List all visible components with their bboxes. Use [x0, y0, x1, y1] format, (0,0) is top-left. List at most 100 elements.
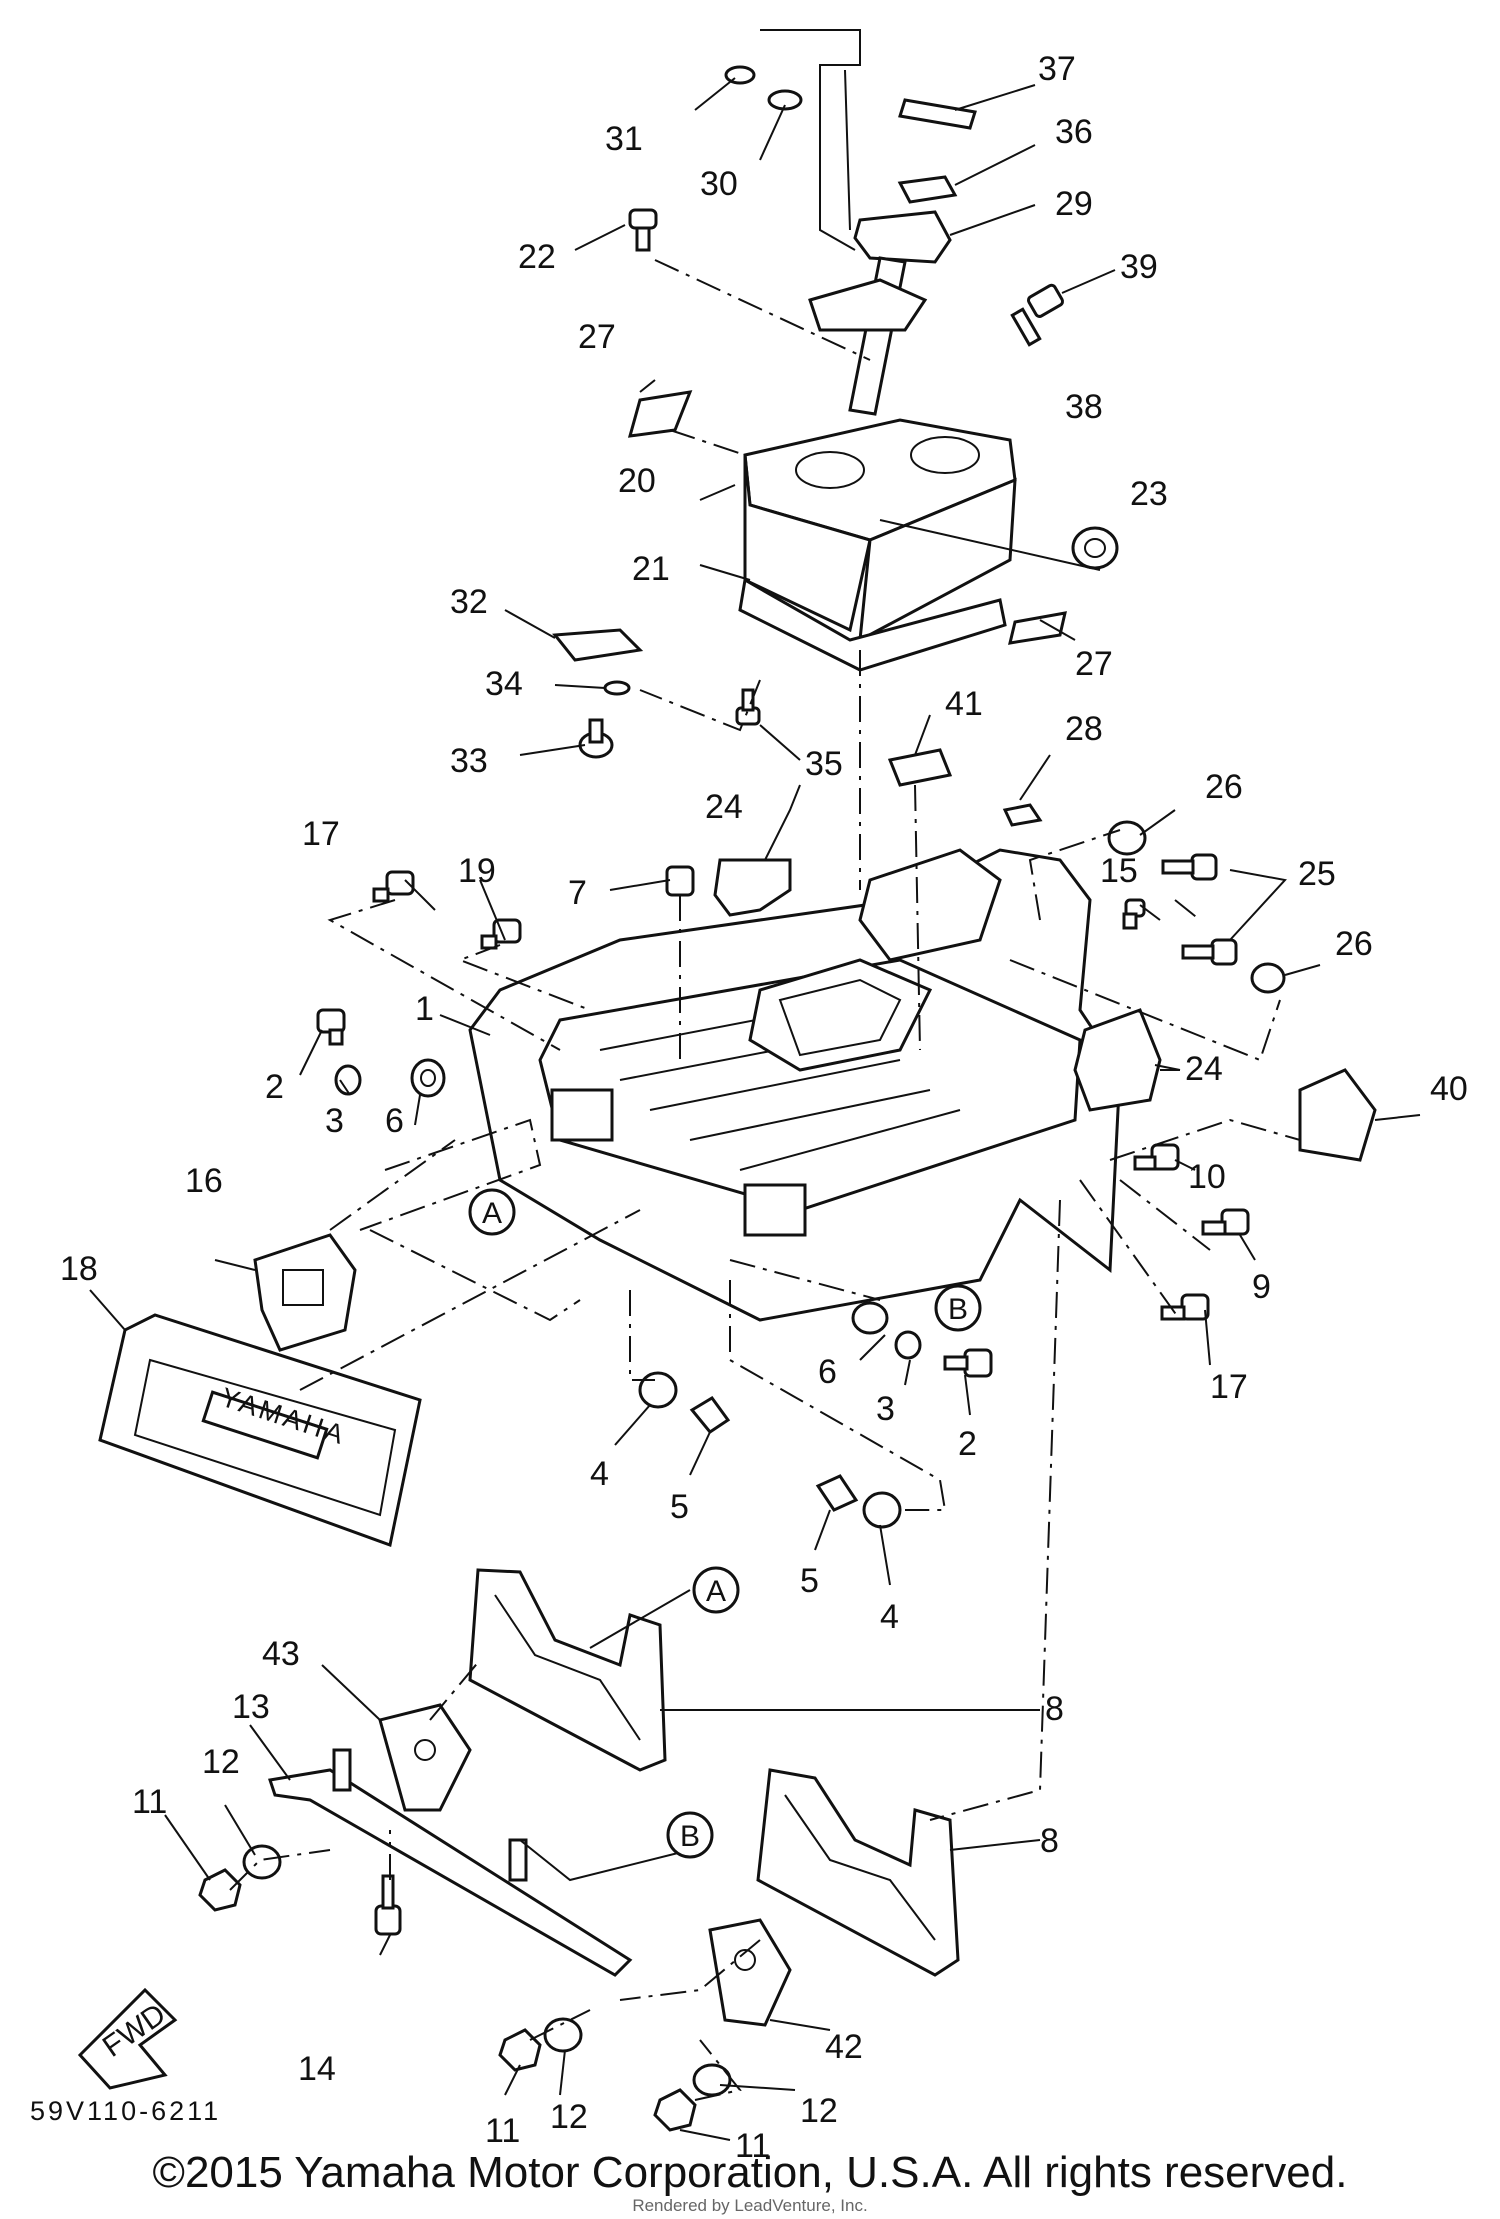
callout-7: 7 [568, 874, 587, 912]
collar-6-right [851, 1301, 889, 1335]
callout-6-left: 6 [385, 1102, 404, 1140]
callout-4-right: 4 [880, 1598, 899, 1636]
callout-34: 34 [485, 665, 523, 703]
diagram-code: 59V110-6211 [30, 2096, 221, 2126]
callout-6-right: 6 [818, 1353, 837, 1391]
callout-11-middle: 11 [485, 2112, 520, 2150]
mud-flap-8-lower [756, 1768, 960, 1977]
callout-33: 33 [450, 742, 488, 780]
callout-31: 31 [605, 120, 643, 158]
callout-36: 36 [1055, 113, 1093, 151]
callout-11-upper: 11 [132, 1783, 167, 1821]
callout-32: 32 [450, 583, 488, 621]
nut-11-middle [498, 2028, 542, 2072]
collar-6-left [410, 1058, 446, 1098]
nut-7 [665, 865, 695, 897]
washer-12-lower [692, 2063, 732, 2097]
stay-38 [808, 278, 928, 332]
callout-23: 23 [1130, 475, 1168, 513]
screw-33 [578, 718, 614, 759]
front-fender-1 [468, 848, 1122, 1322]
ref-tag-a-lower: A [692, 1566, 740, 1614]
label-40 [1298, 1068, 1377, 1162]
callout-12-upper: 12 [202, 1743, 240, 1781]
bolt-17-right [1160, 1293, 1210, 1321]
callout-15: 15 [1100, 852, 1138, 890]
callout-10: 10 [1188, 1158, 1226, 1196]
screw-22 [628, 208, 658, 252]
bolt-19 [480, 918, 522, 950]
bolt-39 [1010, 283, 1065, 347]
ref-tag-a-upper: A [468, 1188, 516, 1236]
bolt-9 [1201, 1208, 1250, 1236]
callout-20: 20 [618, 462, 656, 500]
rendered-by-credit: Rendered by LeadVenture, Inc. [632, 2196, 868, 2215]
bracket-24-lower [1073, 1008, 1162, 1112]
washer-34 [603, 680, 631, 696]
callout-26-upper: 26 [1205, 768, 1243, 806]
spacer-5-right [815, 1474, 859, 1512]
screw-35 [735, 688, 761, 726]
washer-12-middle [543, 2017, 583, 2053]
callout-11-lower: 11 [735, 2127, 770, 2165]
callout-5-right: 5 [800, 1562, 819, 1600]
callout-24-lower: 24 [1185, 1050, 1223, 1088]
callout-30: 30 [700, 165, 738, 203]
screw-15 [1122, 898, 1146, 930]
callout-28: 28 [1065, 710, 1103, 748]
spacer-5-left [689, 1396, 731, 1435]
callout-3-right: 3 [876, 1390, 895, 1428]
ref-tag-a-lower-text: A [706, 1575, 726, 1608]
callout-27-lower: 27 [1075, 645, 1113, 683]
meter-body-20 [743, 418, 1017, 643]
callout-14: 14 [298, 2050, 336, 2088]
callout-19: 19 [458, 852, 496, 890]
callout-16: 16 [185, 1162, 223, 1200]
bolt-25-lower [1181, 938, 1238, 966]
fwd-arrow-icon: FWD [77, 1987, 178, 2090]
callout-38: 38 [1065, 388, 1103, 426]
callout-29: 29 [1055, 185, 1093, 223]
washer-3-left [334, 1064, 362, 1096]
assembly-lines [229, 259, 1301, 2101]
cover-21 [738, 577, 1007, 672]
label-27-upper [627, 390, 693, 438]
stay-13 [268, 1748, 633, 1977]
nut-11-lower [653, 2088, 697, 2132]
callout-9: 9 [1252, 1268, 1271, 1306]
nut-11-upper [198, 1868, 242, 1912]
callout-26-lower: 26 [1335, 925, 1373, 963]
callout-41: 41 [945, 685, 983, 723]
cap-41 [887, 748, 953, 787]
washer-26-lower [1250, 962, 1286, 994]
callout-2-left: 2 [265, 1068, 284, 1106]
ref-tag-b-upper-text: B [948, 1293, 968, 1326]
label-27-lower [1008, 611, 1067, 645]
gasket-36 [897, 175, 958, 204]
callout-3-left: 3 [325, 1102, 344, 1140]
cable-30-31 [724, 29, 861, 251]
washer-26-upper [1107, 820, 1147, 856]
bolt-2-left [316, 1008, 346, 1046]
ref-tag-b-upper: B [934, 1284, 982, 1332]
seat-opening-tray [858, 848, 1002, 962]
bracket-43 [378, 1703, 472, 1812]
callout-35: 35 [805, 745, 843, 783]
leader-lines [89, 77, 1421, 2141]
grommet-4-right [862, 1491, 902, 1529]
callout-17-left: 17 [302, 815, 340, 853]
ref-tag-b-lower: B [666, 1811, 714, 1859]
washer-3-right [894, 1330, 922, 1360]
callout-17-right: 17 [1210, 1368, 1248, 1406]
mud-flap-8-upper [468, 1568, 667, 1772]
bolt-25-upper [1161, 853, 1218, 881]
callout-43: 43 [262, 1635, 300, 1673]
grille-18: YAMAHA [98, 1313, 422, 1548]
callout-37: 37 [1038, 50, 1076, 88]
copyright-notice: ©2015 Yamaha Motor Corporation, U.S.A. A… [152, 2148, 1348, 2197]
bolt-2-right [943, 1348, 993, 1378]
bolt-10 [1133, 1143, 1180, 1171]
callout-12-lower: 12 [800, 2092, 838, 2130]
callout-42: 42 [825, 2028, 863, 2066]
